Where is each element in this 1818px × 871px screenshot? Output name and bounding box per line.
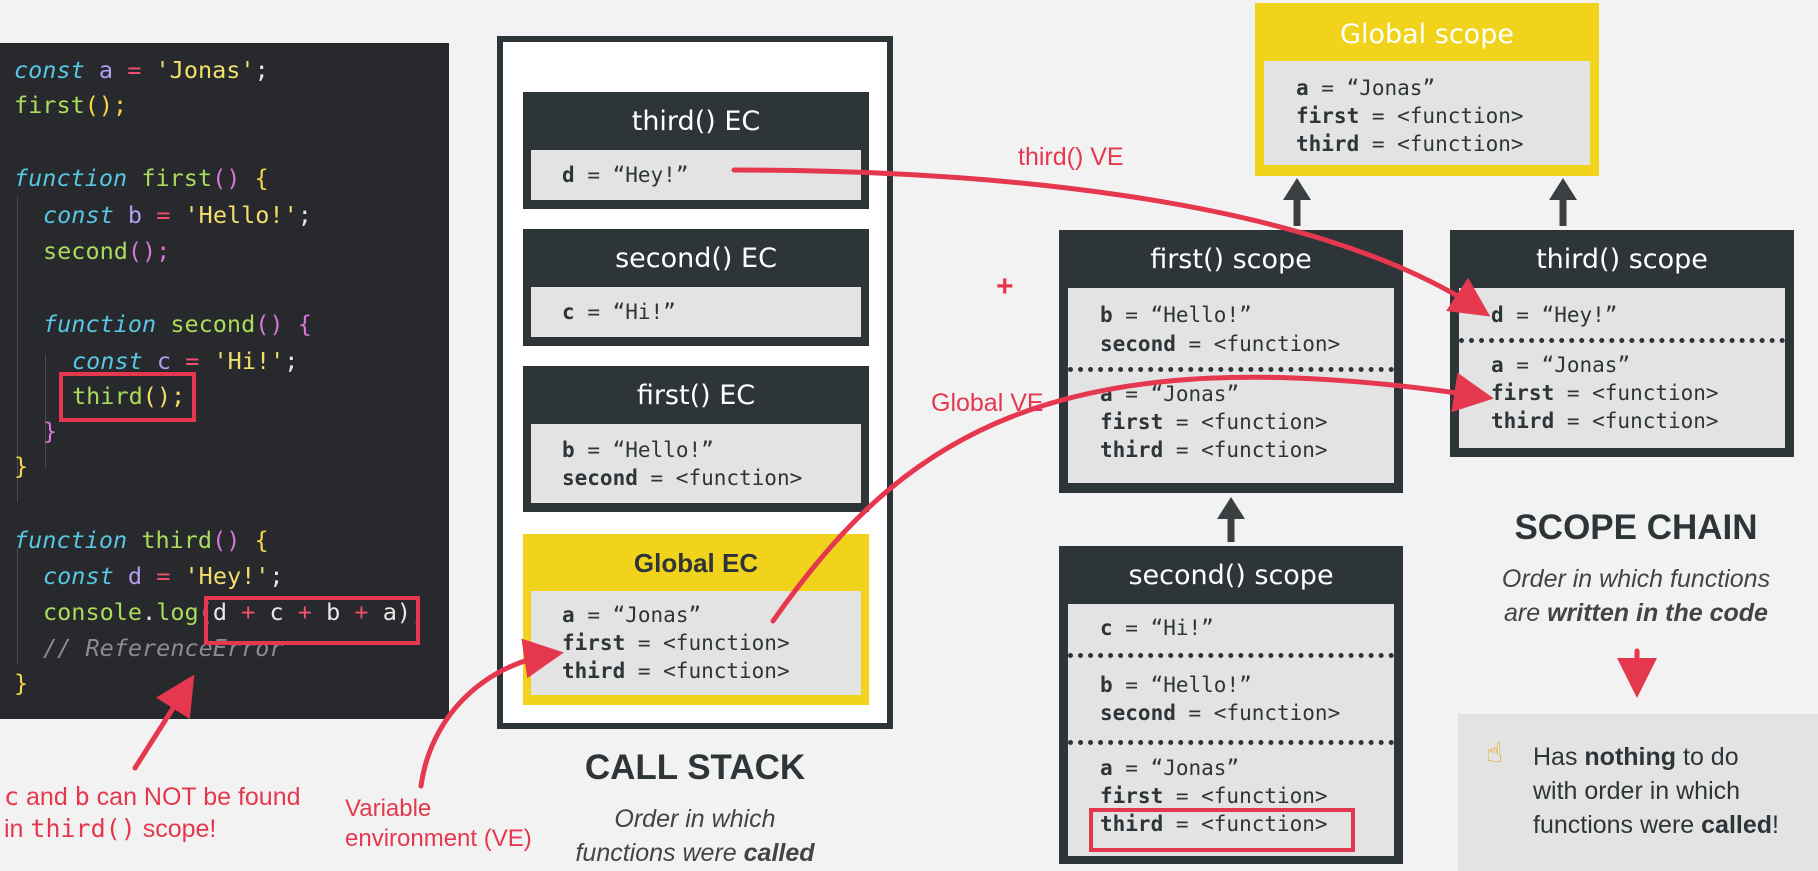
global-scope-body: a = “Jonas” first = <function> third = <… [1264, 61, 1590, 165]
code-line: second(); [43, 237, 171, 265]
third-ec-title: third() EC [631, 106, 761, 137]
reference-error-note: c and b can NOT be found in third() scop… [4, 782, 301, 843]
code-comment: // ReferenceError [43, 634, 284, 662]
code-line: first(); [14, 91, 128, 119]
code-line: } [14, 452, 29, 480]
call-stack-container: third() EC d = “Hey!” second() EC c = “H… [497, 36, 893, 729]
third-in-second-scope-highlight [1089, 808, 1355, 852]
scope-divider [1068, 740, 1394, 745]
code-line: third(); [72, 382, 186, 410]
global-ec-title: Global EC [633, 548, 759, 578]
third-ec: third() EC d = “Hey!” [523, 92, 869, 209]
variable-environment-arrow [418, 638, 564, 789]
second-scope-body: c = “Hi!” b = “Hello!” second = <functio… [1068, 604, 1394, 856]
first-ec: first() EC b = “Hello!” second = <functi… [523, 366, 869, 512]
code-line: const a = 'Jonas'; [14, 56, 269, 84]
global-scope-title: Global scope [1340, 19, 1514, 50]
code-line: function first() { [14, 164, 269, 192]
arrow-up-icon [1217, 497, 1245, 542]
code-line: const c = 'Hi!'; [72, 347, 299, 375]
third-scope-body: d = “Hey!” a = “Jonas” first = <function… [1459, 288, 1785, 448]
pointing-hand-icon: ☝ [1486, 736, 1504, 769]
indent-guide [45, 354, 46, 469]
indent-guide [17, 196, 18, 502]
reference-error-arrow [132, 674, 195, 771]
code-line: } [14, 669, 29, 697]
global-ve-arrow [770, 372, 1494, 624]
third-scope: third() scope d = “Hey!” a = “Jonas” fir… [1450, 230, 1794, 457]
code-line: const d = 'Hey!'; [43, 562, 284, 590]
global-ec: Global EC a = “Jonas” first = <function>… [523, 534, 869, 705]
scope-divider [1459, 338, 1785, 343]
third-ve-label: third() VE [1018, 143, 1124, 171]
arrow-up-icon [1549, 178, 1577, 226]
second-ec-title: second() EC [615, 243, 777, 274]
code-line: function second() { [43, 310, 312, 338]
global-scope: Global scope a = “Jonas” first = <functi… [1255, 3, 1599, 176]
third-scope-title: third() scope [1536, 244, 1708, 275]
scope-divider [1068, 367, 1394, 372]
scope-divider [1068, 653, 1394, 658]
second-ec-body: c = “Hi!” [531, 287, 861, 337]
code-line: console.log(d + c + b + a); [43, 598, 426, 626]
second-scope-title: second() scope [1128, 560, 1334, 591]
scope-chain-heading: SCOPE CHAIN [1514, 508, 1758, 547]
variable-environment-label: Variable environment (VE) [345, 795, 532, 852]
first-ec-title: first() EC [636, 380, 756, 411]
scope-chain-note: Order in which functions are written in … [1501, 565, 1771, 627]
scope-chain-note-text: Has nothing to do with order in which fu… [1533, 743, 1779, 839]
first-ec-body: b = “Hello!” second = <function> [531, 424, 861, 503]
code-line: function third() { [14, 526, 269, 554]
scope-chain-note-box: ☝ Has nothing to do with order in which … [1458, 714, 1818, 871]
plus-sign: + [996, 270, 1014, 303]
code-line: } [43, 417, 58, 445]
third-ec-body: d = “Hey!” [531, 150, 861, 200]
second-scope: second() scope c = “Hi!” b = “Hello!” se… [1059, 546, 1403, 864]
first-scope-title: first() scope [1150, 244, 1312, 275]
code-editor: const a = 'Jonas'; first(); function fir… [0, 43, 449, 719]
arrow-up-icon [1283, 178, 1311, 226]
console-log-highlight [204, 596, 420, 645]
third-ve-arrow [731, 167, 1491, 317]
indent-guide [17, 548, 18, 663]
global-ec-body: a = “Jonas” first = <function> third = <… [531, 591, 861, 695]
call-stack-note: Order in which functions were called [575, 805, 815, 867]
call-stack-heading: CALL STACK [584, 748, 806, 787]
second-ec: second() EC c = “Hi!” [523, 229, 869, 346]
third-call-highlight [59, 372, 196, 422]
code-line: const b = 'Hello!'; [43, 201, 312, 229]
